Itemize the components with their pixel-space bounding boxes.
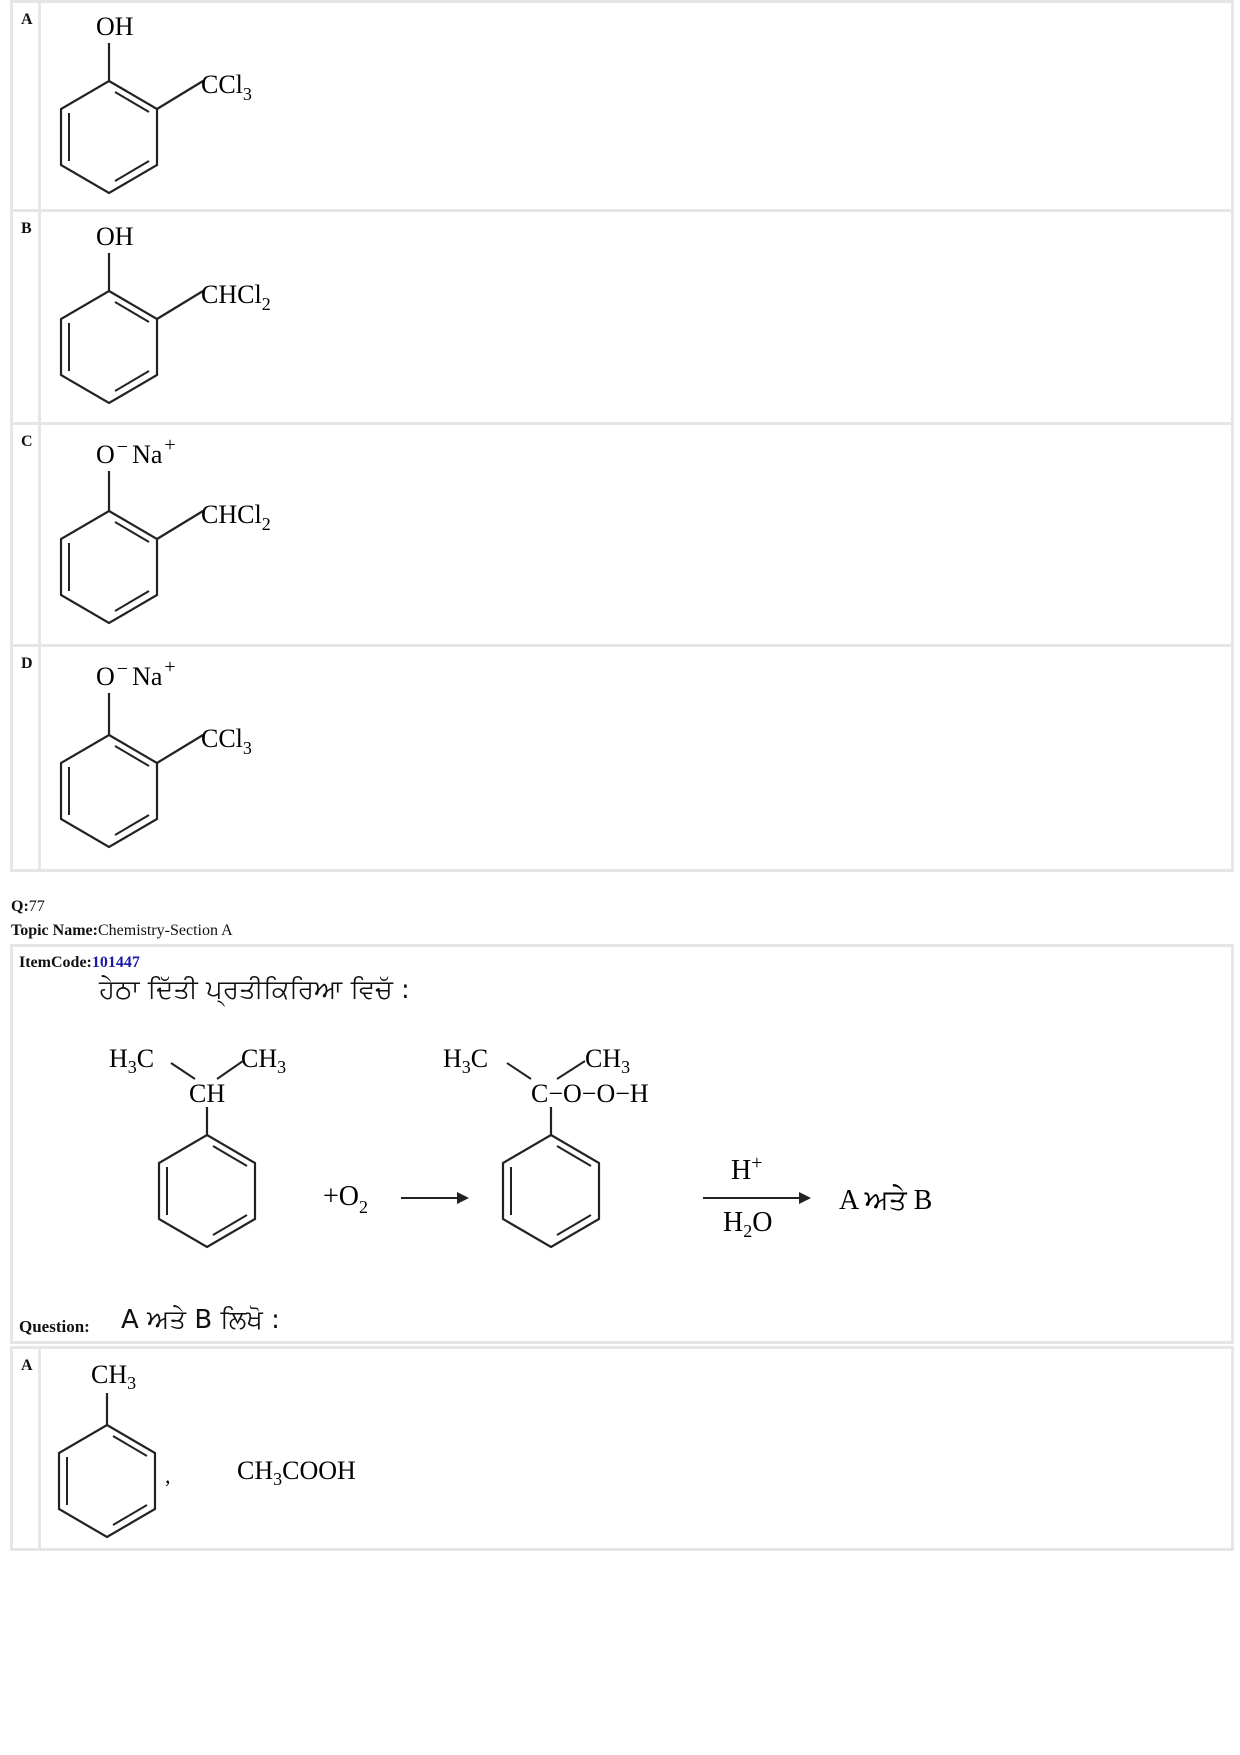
reaction-result: A ਅਤੇ B — [839, 1184, 932, 1216]
option-structure: OH CCl3 — [41, 3, 1231, 209]
option-structure: CH3 , CH3COOH — [41, 1349, 1231, 1548]
question-number-line: Q:77 — [11, 898, 45, 916]
option-a[interactable]: A CH3 , CH3COOH — [10, 1346, 1234, 1551]
intermediate-left-group: H3C — [443, 1044, 488, 1077]
arrow-2-with-conditions: H+ H2O — [703, 1152, 811, 1241]
top-substituent: CH3 — [91, 1360, 136, 1393]
reaction-scheme: H3C CH3 CH +O2 H3C CH3 C−O−O−H — [109, 1044, 932, 1249]
intermediate-right-group: CH3 — [585, 1044, 630, 1077]
side-substituent: CCl3 — [201, 70, 252, 104]
structure-ortho-dichloromethyl-phenol: OH CHCl2 — [59, 222, 271, 405]
option-structure: O−Na+ CHCl2 — [41, 425, 1231, 644]
top-substituent: O−Na+ — [96, 656, 176, 691]
structure-ortho-trichloromethyl-phenol: OH CCl3 — [59, 12, 252, 195]
option-label: B — [13, 212, 41, 422]
option-label: D — [13, 647, 41, 869]
option-label: A — [13, 3, 41, 209]
reactant-right-group: CH3 — [241, 1044, 286, 1077]
question-text: A ਅਤੇ B ਲਿਖੋ : — [121, 1305, 280, 1335]
question-label: Question: — [19, 1317, 90, 1336]
reactant-left-group: H3C — [109, 1044, 154, 1077]
question-intro: ਹੇਠਾ ਦਿੱਤੀ ਪ੍ਰਤੀਕਿਰਿਆ ਵਿਚੱ : — [99, 975, 410, 1005]
option-label: C — [13, 425, 41, 644]
side-substituent: CHCl2 — [201, 500, 271, 534]
intermediate-chain: C−O−O−H — [531, 1079, 649, 1108]
topic-line: Topic Name:Chemistry-Section A — [11, 922, 233, 940]
plus-oxygen: +O2 — [323, 1181, 368, 1217]
option-b-prev[interactable]: B OH CHCl2 — [10, 212, 1234, 425]
top-substituent: OH — [96, 222, 134, 251]
topic-value: Chemistry-Section A — [97, 922, 233, 939]
option-structure: OH CHCl2 — [41, 212, 1231, 422]
option-structure: O−Na+ CCl3 — [41, 647, 1231, 869]
structure-sodium-phenoxide-dichloromethyl: O−Na+ CHCl2 — [59, 434, 271, 625]
top-substituent: OH — [96, 12, 134, 41]
itemcode-label: ItemCode: — [19, 954, 92, 971]
itemcode-line: ItemCode:101447 — [19, 954, 140, 972]
option-c-prev[interactable]: C O−Na+ CHCl2 — [10, 425, 1234, 647]
side-substituent: CCl3 — [201, 724, 252, 758]
option-a-prev[interactable]: A OH CCl3 — [10, 0, 1234, 212]
topic-label: Topic Name: — [11, 922, 98, 939]
option-d-prev[interactable]: D O−Na+ CCl3 — [10, 647, 1234, 872]
condition-bottom: H2O — [723, 1207, 772, 1241]
question-number: 77 — [28, 898, 45, 915]
intermediate-cumene-hydroperoxide: H3C CH3 C−O−O−H — [443, 1044, 649, 1249]
condition-top: H+ — [731, 1152, 763, 1186]
question-number-label: Q: — [11, 898, 29, 915]
question-box: ItemCode:101447 ਹੇਠਾ ਦਿੱਤੀ ਪ੍ਰਤੀਕਿਰਿਆ ਵਿ… — [10, 944, 1234, 1344]
side-substituent: CHCl2 — [201, 280, 271, 314]
reactant-center: CH — [189, 1079, 225, 1108]
option-label: A — [13, 1349, 41, 1548]
arrow-1 — [401, 1192, 469, 1204]
separator-comma: , — [165, 1463, 171, 1488]
structure-toluene-acetic-acid: CH3 , CH3COOH — [57, 1360, 356, 1539]
acetic-acid: CH3COOH — [237, 1456, 356, 1489]
itemcode-value: 101447 — [91, 954, 140, 971]
structure-sodium-phenoxide-trichloromethyl: O−Na+ CCl3 — [59, 656, 252, 849]
top-substituent: O−Na+ — [96, 434, 176, 469]
reactant-cumene: H3C CH3 CH — [109, 1044, 286, 1249]
